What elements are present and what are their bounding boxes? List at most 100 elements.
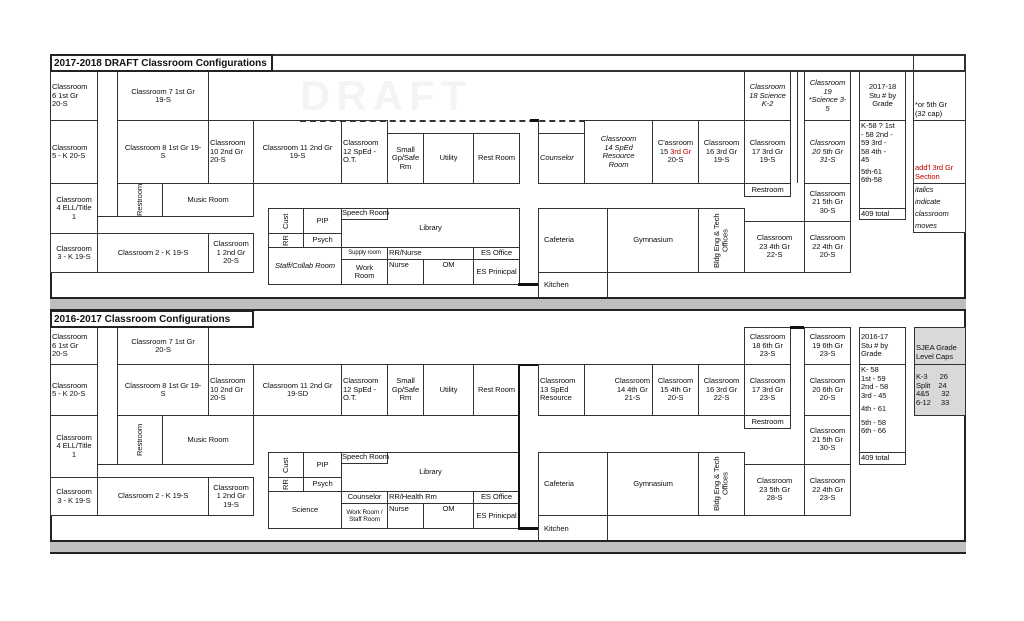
rr-room: RR bbox=[268, 477, 304, 492]
classroom-19: Classroom 19 6th Gr 23-S bbox=[804, 327, 851, 365]
wall bbox=[520, 528, 538, 530]
title-row-cell bbox=[913, 54, 966, 72]
science-room: Science bbox=[268, 491, 342, 529]
wall bbox=[518, 283, 538, 286]
classroom-13: Classroom 13 SpEd Resource bbox=[538, 364, 585, 416]
kitchen: Kitchen bbox=[538, 272, 608, 298]
classroom-15-size: 20-S bbox=[667, 155, 684, 165]
custodian-room: Cust bbox=[268, 452, 304, 478]
stats-total: 409 total bbox=[859, 452, 906, 465]
custodian-room: Cust bbox=[268, 208, 304, 234]
stats-4th: 4th - 61 bbox=[861, 404, 886, 413]
rr-room: RR bbox=[268, 233, 304, 248]
classroom-15-grade: 3rd Gr bbox=[670, 146, 692, 156]
stats-5-6: 5th - 58 6th - 66 bbox=[861, 417, 886, 435]
bldg-eng-tech-offices: Bldg Eng & Tech Offices bbox=[698, 208, 745, 273]
stats-k4: K-58 ? 1st - 58 2nd - 59 3rd - 58 4th - … bbox=[861, 121, 895, 164]
stats-by-grade: K-58 ? 1st - 58 2nd - 59 3rd - 58 4th - … bbox=[859, 120, 906, 209]
wall bbox=[518, 364, 520, 530]
classroom-19: Classroom 19 *Science 3- 5 bbox=[804, 71, 851, 121]
classroom-3: Classroom 3 - K 19-S bbox=[50, 477, 98, 516]
classroom-5: Classroom 5 - K 20-S bbox=[50, 364, 98, 416]
note-5th-grade: *or 5th Gr (32 cap) bbox=[913, 71, 966, 121]
small-group-room: Small Gp/Safe Rm bbox=[387, 364, 424, 416]
work-room: Work Room bbox=[341, 259, 388, 285]
music-room: Music Room bbox=[162, 415, 254, 465]
section-divider bbox=[50, 297, 966, 311]
classroom-17: Classroom 17 3rd Gr 23-S bbox=[744, 364, 791, 416]
classroom-14: Classroom 14 4th Gr 21-S bbox=[584, 364, 653, 416]
classroom-17: Classroom 17 3rd Gr 19-S bbox=[744, 120, 791, 184]
restroom-left: Restroom bbox=[117, 183, 163, 217]
classroom-21: Classroom 21 5th Gr 30-S bbox=[804, 183, 851, 222]
section-title-2017: 2017-2018 DRAFT Classroom Configurations bbox=[50, 54, 273, 72]
classroom-4: Classroom 4 ELL/Title 1 bbox=[50, 415, 98, 478]
classroom-1: Classroom 1 2nd Gr 19-S bbox=[208, 477, 254, 516]
dashed-wall bbox=[300, 120, 655, 122]
utility-room: Utility bbox=[423, 133, 474, 184]
classroom-2: Classroom 2 - K 19-S bbox=[97, 233, 209, 273]
gymnasium: Gymnasium bbox=[607, 452, 699, 516]
classroom-22: Classroom 22 4th Gr 23-S bbox=[804, 464, 851, 516]
classroom-20: Classroom 20 6th Gr 20-S bbox=[804, 364, 851, 416]
note-italics: italics indicate classroom moves bbox=[913, 183, 966, 233]
restroom-right: Restroom bbox=[744, 183, 791, 197]
nurse-room: Nurse bbox=[387, 259, 424, 285]
es-principal: ES Prinicpal bbox=[473, 503, 520, 529]
sjea-caps-values: K-3 26 Split 24 4&5 32 6-12 33 bbox=[914, 364, 966, 416]
wall bbox=[797, 71, 798, 183]
classroom-4: Classroom 4 ELL/Title 1 bbox=[50, 183, 98, 234]
classroom-3: Classroom 3 - K 19-S bbox=[50, 233, 98, 273]
classroom-15: C'assroom 15 3rd Gr 20-S bbox=[652, 120, 699, 184]
title-row-cell bbox=[253, 54, 914, 72]
stats-total: 409 total bbox=[859, 208, 906, 220]
rest-room: Rest Room bbox=[473, 133, 520, 184]
draft-watermark: DRAFT bbox=[300, 72, 473, 119]
restroom-right: Restroom bbox=[744, 415, 791, 429]
pip-room: PIP bbox=[303, 452, 342, 478]
counselor-room: Counselor bbox=[538, 133, 585, 184]
classroom-15: Classroom 15 4th Gr 20-S bbox=[652, 364, 699, 416]
classroom-18: Classroom 18 6th Gr 23-S bbox=[744, 327, 791, 365]
cafeteria: Cafeteria bbox=[538, 208, 608, 273]
hallway bbox=[97, 71, 118, 217]
classroom-12: Classroom 12 SpEd - O.T. bbox=[341, 120, 388, 184]
note-3rd-grade-section: add'l 3rd Gr Section bbox=[913, 120, 966, 184]
gymnasium: Gymnasium bbox=[607, 208, 699, 273]
stats-5-6: 5th-61 6th-58 bbox=[861, 166, 882, 184]
es-principal: ES Prinicpal bbox=[473, 259, 520, 285]
bottom-band bbox=[50, 540, 966, 554]
section-title-2016: 2016-2017 Classroom Configurations bbox=[50, 310, 254, 328]
speech-room: Speech Room bbox=[341, 208, 389, 220]
classroom-23: Classroom 23 4th Gr 22-S bbox=[744, 221, 805, 273]
classroom-22: Classroom 22 4th Gr 20-S bbox=[804, 221, 851, 273]
wall bbox=[538, 120, 539, 134]
stats-header: 2017-18 Stu # by Grade bbox=[859, 71, 906, 121]
classroom-8: Classroom 8 1st Gr 19- S bbox=[117, 120, 209, 184]
classroom-16: Classroom 16 3rd Gr 19-S bbox=[698, 120, 745, 184]
speech-room: Speech Room bbox=[341, 452, 389, 464]
classroom-10: Classroom 10 2nd Gr 20-S bbox=[208, 120, 254, 184]
psych-room: Psych bbox=[303, 233, 342, 248]
kitchen: Kitchen bbox=[538, 515, 608, 542]
bldg-eng-tech-offices: Bldg Eng & Tech Offices bbox=[698, 452, 745, 516]
classroom-8: Classroom 8 1st Gr 19- S bbox=[117, 364, 209, 416]
om-room: OM bbox=[423, 503, 474, 529]
classroom-7: Classroom 7 1st Gr 20-S bbox=[117, 327, 209, 365]
small-group-room: Small Gp/Safe Rm bbox=[387, 133, 424, 184]
psych-room: Psych bbox=[303, 477, 342, 492]
wall bbox=[530, 119, 539, 122]
classroom-10: Classroom 10 2nd Gr 20-S bbox=[208, 364, 254, 416]
rest-room: Rest Room bbox=[473, 364, 520, 416]
music-room: Music Room bbox=[162, 183, 254, 217]
work-staff-room: Work Room / Staff Room bbox=[341, 503, 388, 529]
classroom-6: Classroom 6 1st Gr 20-S bbox=[50, 327, 98, 365]
classroom-2: Classroom 2 - K 19-S bbox=[97, 477, 209, 516]
stats-header: 2016-17 Stu # by Grade bbox=[859, 327, 906, 365]
classroom-14: Classroom 14 SpEd Resource Room bbox=[584, 120, 653, 184]
classroom-15-label: C'assroom 15 bbox=[657, 138, 694, 156]
cafeteria: Cafeteria bbox=[538, 452, 608, 516]
nurse-room: Nurse bbox=[387, 503, 424, 529]
pip-room: PIP bbox=[303, 208, 342, 234]
